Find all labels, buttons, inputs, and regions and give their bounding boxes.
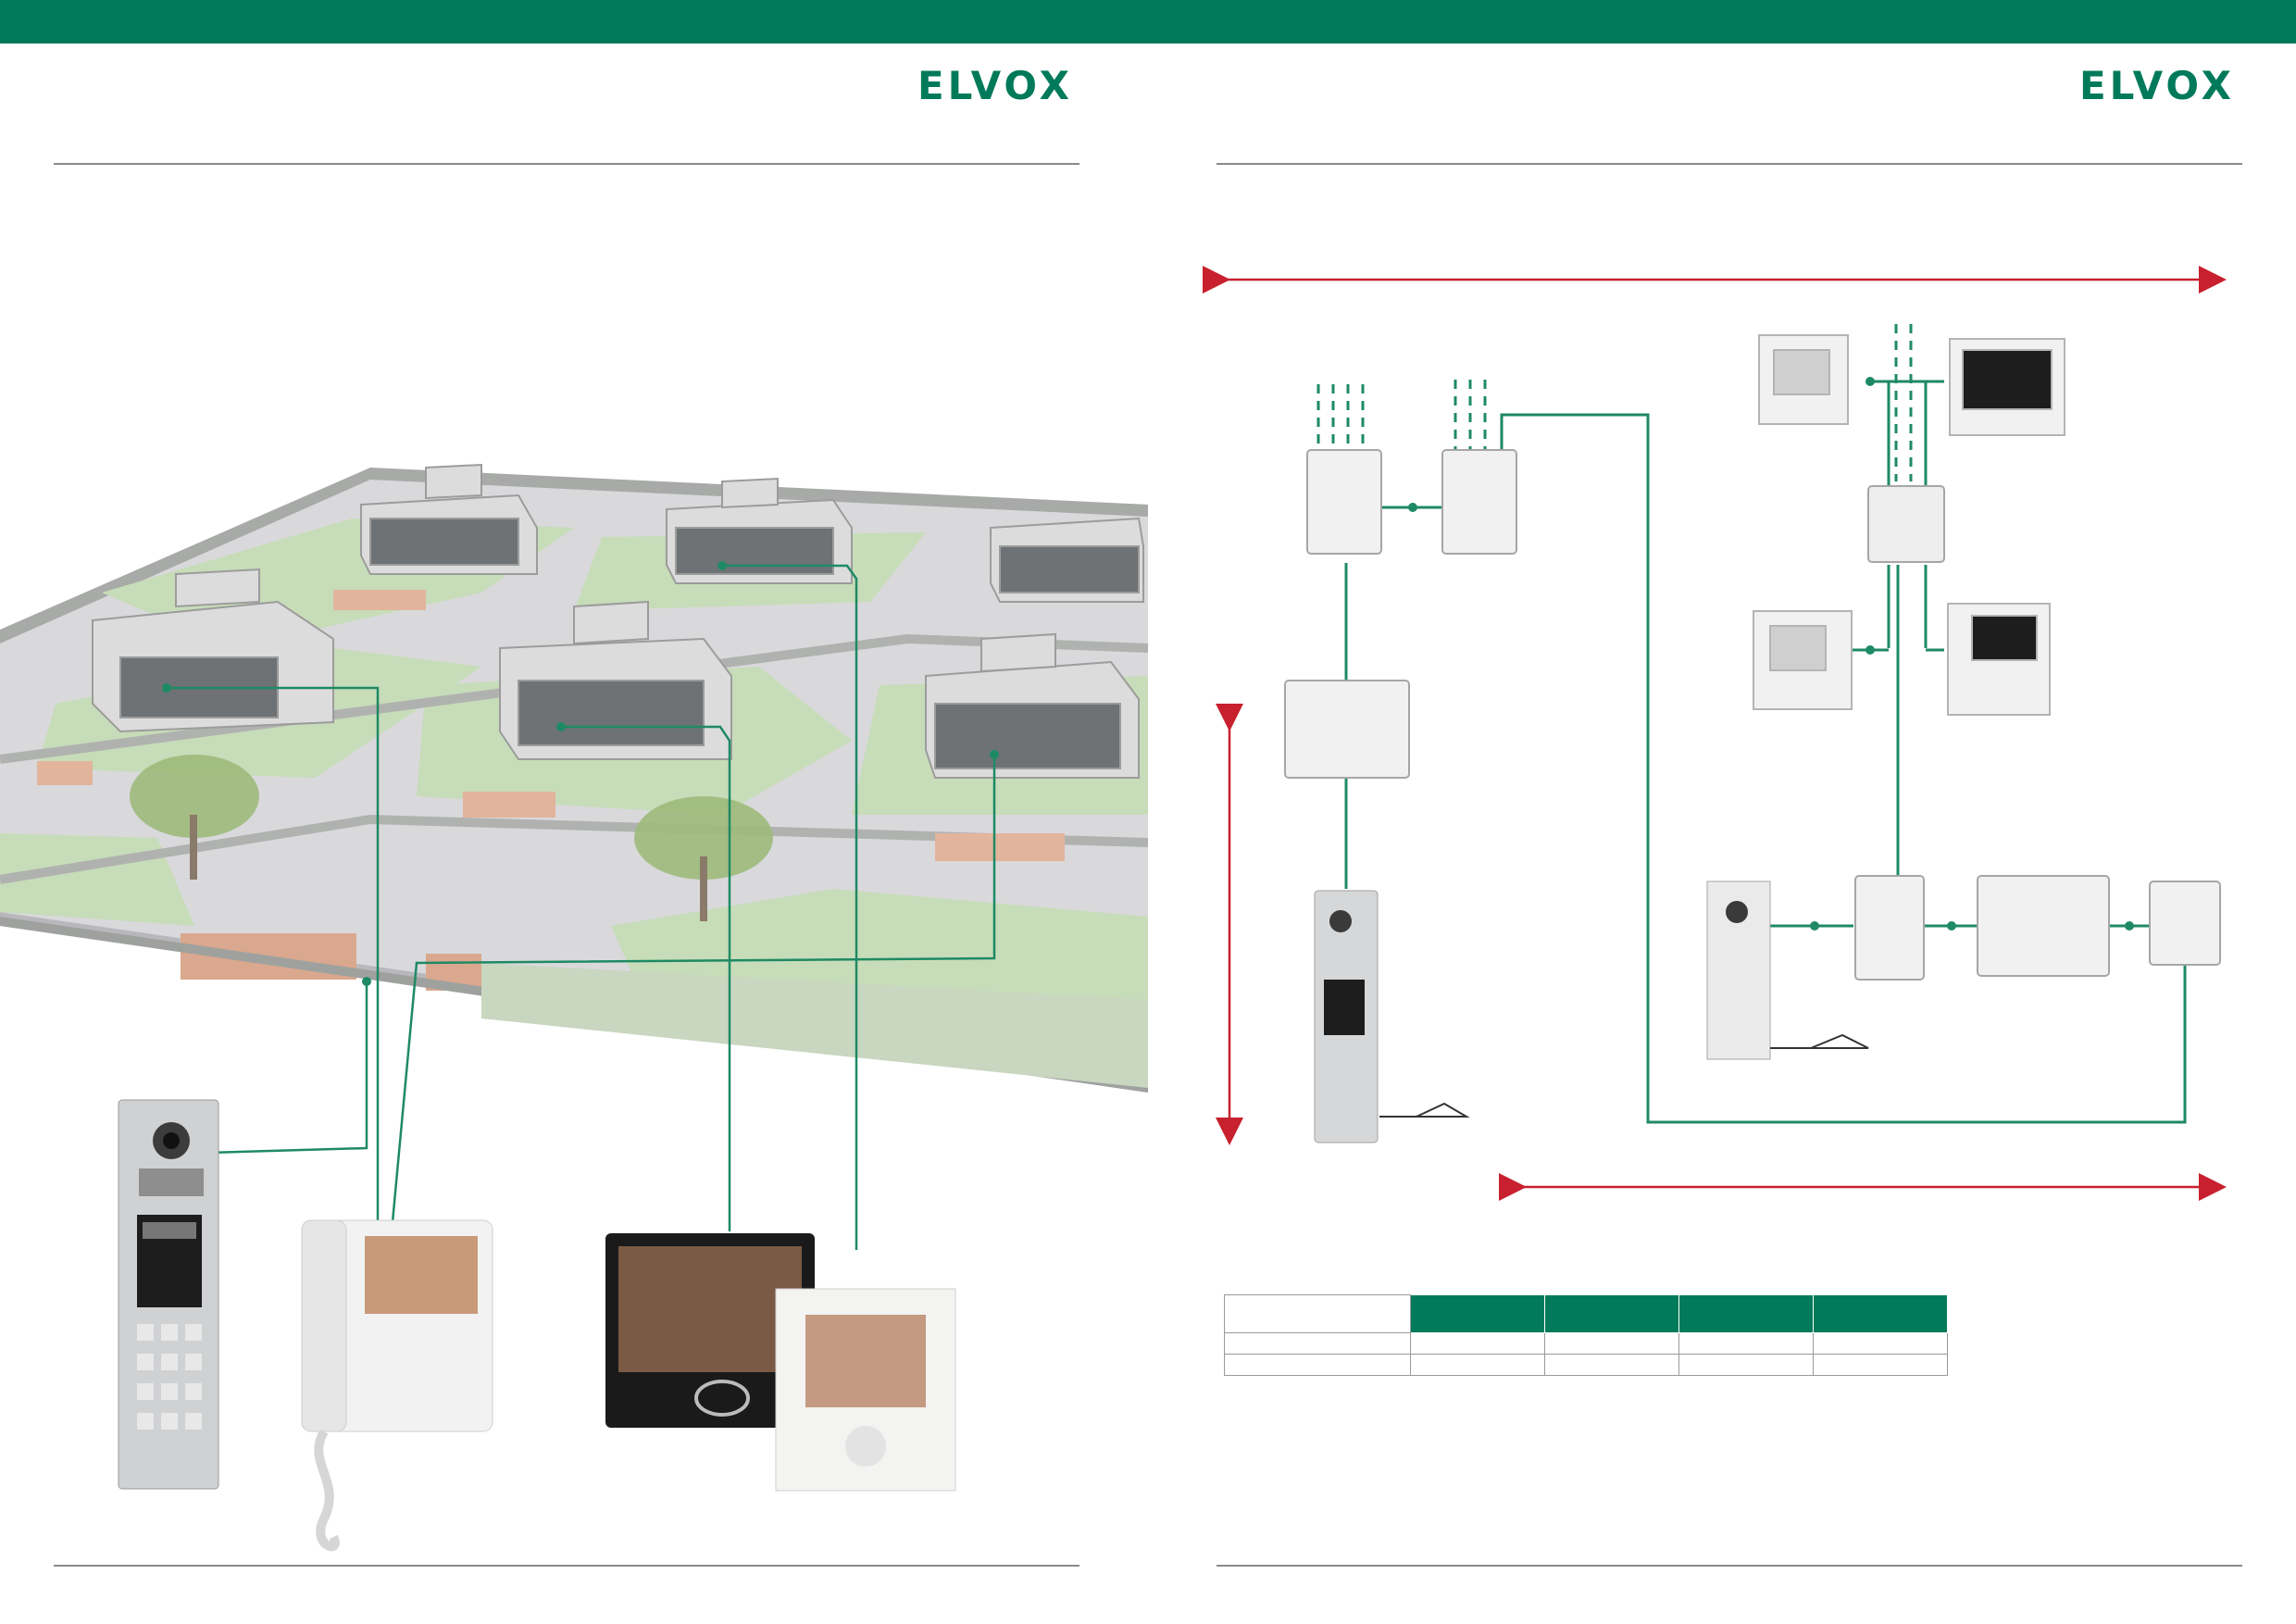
connection-lines xyxy=(165,564,996,1250)
top-green-bar xyxy=(0,0,2296,44)
power-supply-module xyxy=(1306,449,1517,555)
house xyxy=(360,463,538,575)
spec-table xyxy=(1224,1294,1948,1376)
table-header-cell xyxy=(1224,1294,1411,1333)
bottom-entrance-panel xyxy=(1706,881,1869,1060)
indoor-monitor xyxy=(1753,334,2065,716)
table-header-cell xyxy=(1678,1294,1814,1333)
brand-logo-right: ELVOX xyxy=(2078,63,2236,108)
footer-rule-right xyxy=(1217,1565,2242,1567)
table-header-cell xyxy=(1410,1294,1545,1333)
table-header-row xyxy=(1224,1294,1948,1333)
tree xyxy=(130,755,773,880)
bottom-small-module xyxy=(2149,881,2221,966)
handset-video-monitor xyxy=(301,1219,493,1552)
black-video-monitor xyxy=(605,1233,815,1428)
brand-logo-left: ELVOX xyxy=(917,63,1074,108)
outdoor-entrance-panel xyxy=(118,1099,219,1490)
house xyxy=(925,632,1140,779)
header-rule-left xyxy=(54,163,1079,165)
table-header-cell xyxy=(1813,1294,1948,1333)
entrance-panel-diagram xyxy=(1314,890,1470,1143)
house xyxy=(990,517,1144,603)
white-video-monitor xyxy=(775,1288,956,1492)
floor-distributor xyxy=(1867,485,1945,563)
header-rule-right xyxy=(1217,163,2242,165)
bottom-module xyxy=(1854,875,1925,981)
house xyxy=(499,600,732,760)
table-row xyxy=(1224,1332,1948,1355)
table-row xyxy=(1224,1354,1948,1376)
table-header-cell xyxy=(1544,1294,1679,1333)
bottom-power-supply xyxy=(1977,875,2110,977)
video-distributor xyxy=(1284,680,1410,779)
footer-rule-left xyxy=(54,1565,1079,1567)
